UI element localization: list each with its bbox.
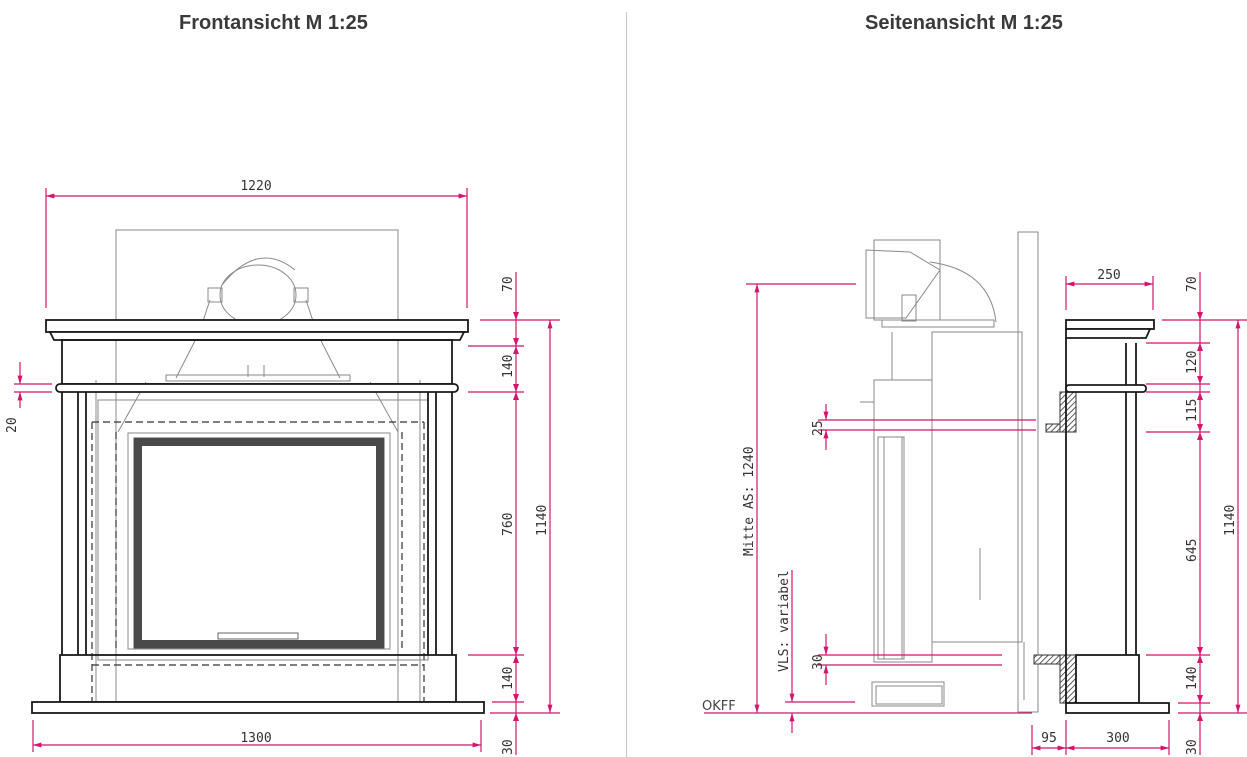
side-wall-hatch-upper-vert — [1059, 391, 1077, 433]
front-dim-bottom-width: 1300 — [240, 731, 271, 746]
front-dim-70: 70 — [501, 276, 516, 292]
side-dim-120: 120 — [1185, 351, 1200, 374]
side-dim-bottom-depth: 300 — [1106, 731, 1129, 746]
side-dim-top-depth: 250 — [1097, 268, 1120, 283]
front-fire-window — [133, 437, 385, 649]
side-dim-total-height: 1140 — [1223, 505, 1238, 536]
side-dim-flue-center: Mitte AS: 1240 — [742, 446, 757, 556]
side-insert-outline — [860, 231, 1039, 713]
front-dim-30: 30 — [501, 739, 516, 755]
front-view-title: Frontansicht M 1:25 — [179, 12, 368, 34]
front-dim-760: 760 — [501, 513, 516, 536]
side-dim-gap-lower: 30 — [811, 654, 826, 670]
front-dimension-lines — [14, 188, 560, 755]
front-dim-140-bottom: 140 — [501, 667, 516, 690]
front-surround — [31, 319, 485, 714]
side-dim-140: 140 — [1185, 667, 1200, 690]
side-dim-70: 70 — [1185, 276, 1200, 292]
side-view-drawing: 250 95 300 OKFF Mitte AS: 1240 VLS: vari… — [702, 231, 1247, 755]
front-hidden-lines — [91, 421, 425, 705]
side-dim-gap-upper: 25 — [811, 420, 826, 436]
front-dim-top-width: 1220 — [240, 179, 271, 194]
front-dim-total-height: 1140 — [535, 505, 550, 536]
side-surround — [1065, 319, 1170, 714]
side-dim-wall-offset: 95 — [1041, 731, 1057, 746]
front-dim-ring: 20 — [5, 417, 20, 433]
front-dimension-ticks — [513, 312, 519, 721]
side-dim-30: 30 — [1185, 739, 1200, 755]
front-view-drawing: 1220 1300 20 70 140 760 140 30 1140 — [5, 179, 560, 755]
side-dimension-lines — [704, 272, 1247, 755]
side-view-title: Seitenansicht M 1:25 — [865, 12, 1063, 34]
side-wall-hatch-lower-vert — [1059, 654, 1077, 704]
side-dim-115: 115 — [1185, 399, 1200, 422]
side-dimension-ticks — [1197, 312, 1203, 721]
side-dim-645: 645 — [1185, 539, 1200, 562]
side-dim-vls: VLS: variabel — [777, 570, 792, 672]
front-dim-140-top: 140 — [501, 355, 516, 378]
view-divider — [626, 12, 627, 757]
floor-label: OKFF — [702, 699, 736, 714]
